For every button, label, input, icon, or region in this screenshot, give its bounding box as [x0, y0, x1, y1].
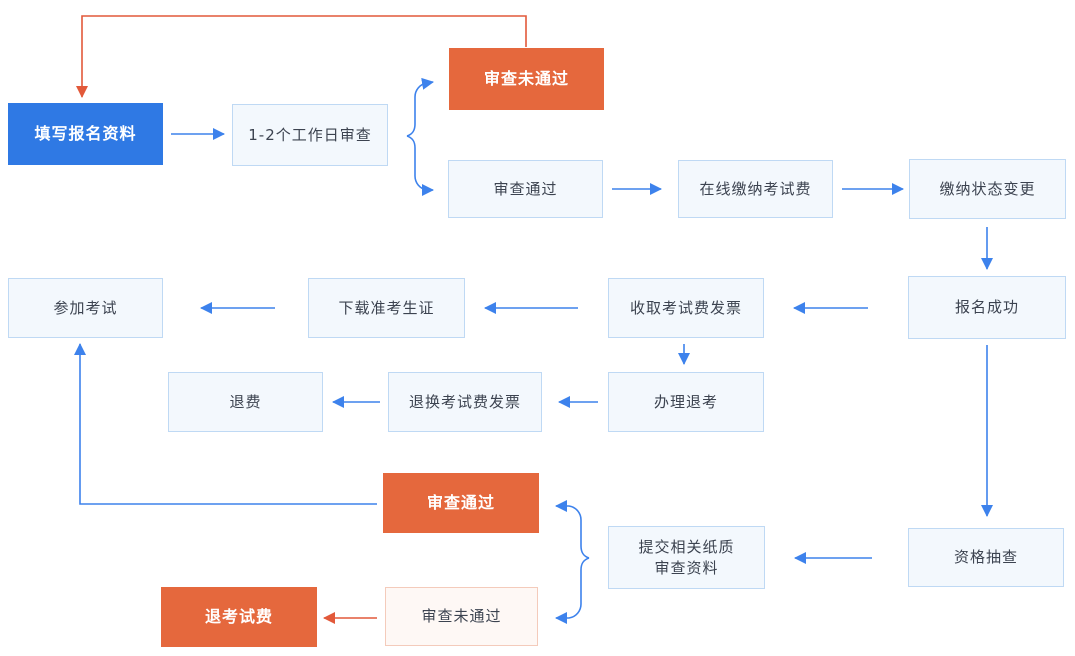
node-label: 资格抽查 — [953, 548, 1018, 567]
node-label: 缴纳状态变更 — [939, 179, 1036, 198]
node-label: 审查通过 — [493, 179, 558, 198]
node-label: 退换考试费发票 — [408, 392, 521, 411]
node-label: 1-2个工作日审查 — [248, 125, 372, 144]
node-label: 参加考试 — [53, 298, 118, 317]
node-refund-exam-fee: 退考试费 — [161, 587, 317, 647]
node-submit-paper-review-materials: 提交相关纸质 审查资料 — [608, 526, 765, 589]
node-payment-status-change: 缴纳状态变更 — [909, 159, 1066, 219]
node-handle-exam-withdrawal: 办理退考 — [608, 372, 764, 432]
edge-review-pass-bottom-to-take-exam — [74, 343, 377, 505]
node-label: 审查未通过 — [421, 607, 502, 626]
node-label-line1: 提交相关纸质 — [638, 538, 735, 557]
edge-submit-paper-to-review-fail-bottom — [555, 557, 590, 624]
node-pay-exam-fee-online: 在线缴纳考试费 — [678, 160, 833, 218]
edge-review-days-to-review-fail-top — [406, 77, 434, 137]
node-exchange-exam-fee-invoice: 退换考试费发票 — [388, 372, 542, 432]
node-take-exam: 参加考试 — [8, 278, 163, 338]
node-refund: 退费 — [168, 372, 323, 432]
edge-review-fail-top-to-fill-info — [76, 15, 527, 98]
node-label: 下载准考生证 — [338, 298, 435, 317]
node-label: 报名成功 — [954, 298, 1019, 317]
node-review-passed-top: 审查通过 — [448, 160, 603, 218]
node-receive-exam-fee-invoice: 收取考试费发票 — [608, 278, 764, 338]
node-label-line2: 审查资料 — [654, 558, 719, 577]
node-review-failed-bottom: 审查未通过 — [385, 587, 538, 646]
node-review-passed-bottom: 审查通过 — [383, 473, 539, 533]
edge-review-days-to-review-pass-top — [406, 135, 434, 196]
node-label: 审查通过 — [426, 493, 495, 513]
node-review-failed-top: 审查未通过 — [449, 48, 604, 110]
node-label: 退考试费 — [204, 607, 273, 627]
node-label: 退费 — [229, 392, 262, 411]
node-review-1-2-workdays: 1-2个工作日审查 — [232, 104, 388, 166]
node-label: 填写报名资料 — [34, 124, 137, 144]
node-download-admission-ticket: 下载准考生证 — [308, 278, 465, 338]
edge-submit-paper-to-review-pass-bottom — [555, 500, 590, 559]
node-label: 办理退考 — [653, 392, 718, 411]
node-qualification-spot-check: 资格抽查 — [908, 528, 1064, 587]
node-fill-registration-info: 填写报名资料 — [8, 103, 163, 165]
node-label: 审查未通过 — [483, 69, 569, 89]
node-label: 收取考试费发票 — [629, 298, 742, 317]
node-label: 在线缴纳考试费 — [699, 179, 812, 198]
node-registration-success: 报名成功 — [908, 276, 1066, 339]
